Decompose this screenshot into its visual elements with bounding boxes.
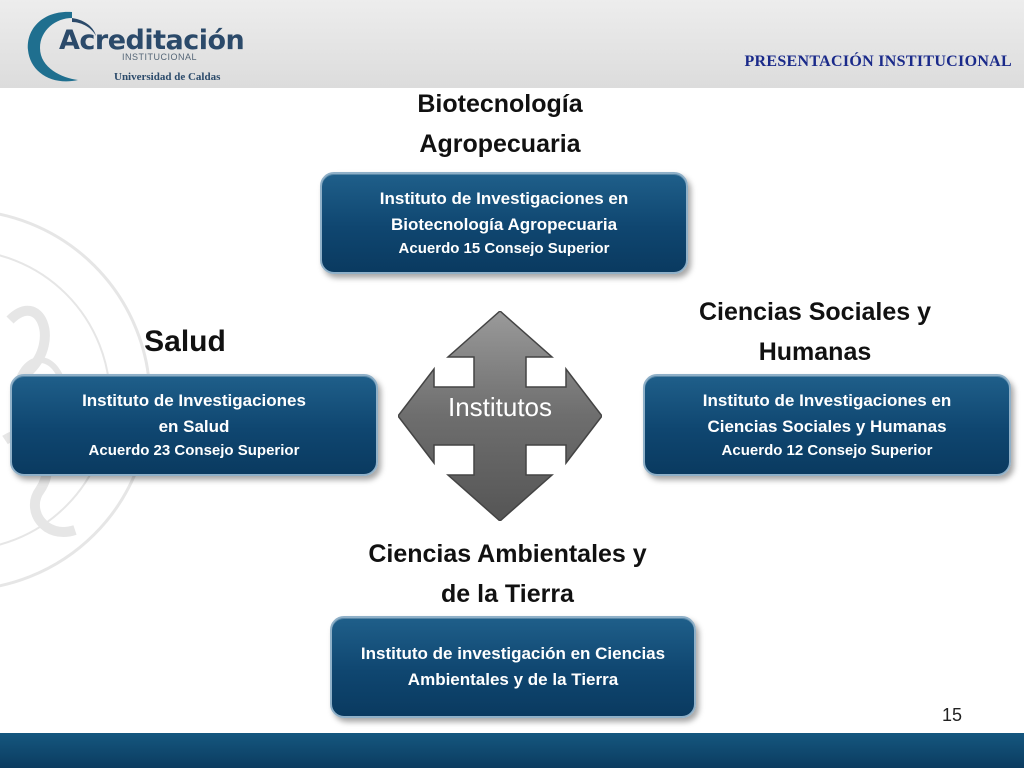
- institute-box-ciencias-sociales[interactable]: Instituto de Investigaciones en Ciencias…: [643, 374, 1011, 476]
- institute-agreement: Acuerdo 23 Consejo Superior: [88, 442, 300, 459]
- logo-subtitle: INSTITUCIONAL: [122, 52, 198, 62]
- area-title-ciencias-sociales: Ciencias Sociales y Humanas: [660, 292, 970, 372]
- page-number: 15: [941, 705, 962, 725]
- presentation-title: PRESENTACIÓN INSTITUCIONAL: [744, 53, 1012, 70]
- area-title-line: Salud: [144, 325, 226, 358]
- area-title-line: Agropecuaria: [419, 130, 581, 158]
- area-title-line: Ciencias Ambientales y: [368, 540, 647, 568]
- area-title-line: de la Tierra: [441, 580, 574, 608]
- institutos-label: Institutos: [447, 392, 553, 422]
- institute-name-line: Instituto de investigación en Ciencias: [360, 644, 666, 663]
- area-title-line: Humanas: [758, 338, 872, 366]
- area-title-salud: Salud: [110, 322, 260, 362]
- institute-box-ciencias-ambientales[interactable]: Instituto de investigación en Ciencias A…: [330, 616, 696, 718]
- institute-box-biotecnologia[interactable]: Instituto de Investigaciones en Biotecno…: [320, 172, 688, 274]
- header-bar: Acreditación INSTITUCIONAL Universidad d…: [0, 0, 1024, 88]
- acreditacion-logo: Acreditación INSTITUCIONAL Universidad d…: [22, 6, 245, 84]
- institute-box-salud[interactable]: Instituto de Investigaciones en Salud Ac…: [10, 374, 378, 476]
- institute-name-line: Ambientales y de la Tierra: [407, 670, 619, 689]
- institute-name-line: Instituto de Investigaciones: [82, 391, 306, 410]
- logo-name: Acreditación: [59, 25, 245, 56]
- institute-name-line: Ciencias Sociales y Humanas: [707, 417, 947, 436]
- institute-agreement: Acuerdo 15 Consejo Superior: [398, 240, 610, 257]
- institute-name-line: Biotecnología Agropecuaria: [390, 215, 618, 234]
- four-way-arrow-icon: [398, 311, 602, 521]
- area-title-line: Ciencias Sociales y: [698, 298, 932, 326]
- institute-name-line: Instituto de Investigaciones en: [379, 189, 629, 208]
- institute-name-line: en Salud: [158, 417, 230, 436]
- footer-bar: [0, 733, 1024, 768]
- area-title-line: Biotecnología: [417, 90, 583, 118]
- area-title-ciencias-ambientales: Ciencias Ambientales y de la Tierra: [320, 534, 695, 614]
- area-title-biotecnologia: Biotecnología Agropecuaria: [340, 84, 660, 164]
- logo-university: Universidad de Caldas: [114, 71, 221, 83]
- institute-name-line: Instituto de Investigaciones en: [702, 391, 952, 410]
- circular-swoosh-icon: [27, 11, 96, 82]
- institute-agreement: Acuerdo 12 Consejo Superior: [721, 442, 933, 459]
